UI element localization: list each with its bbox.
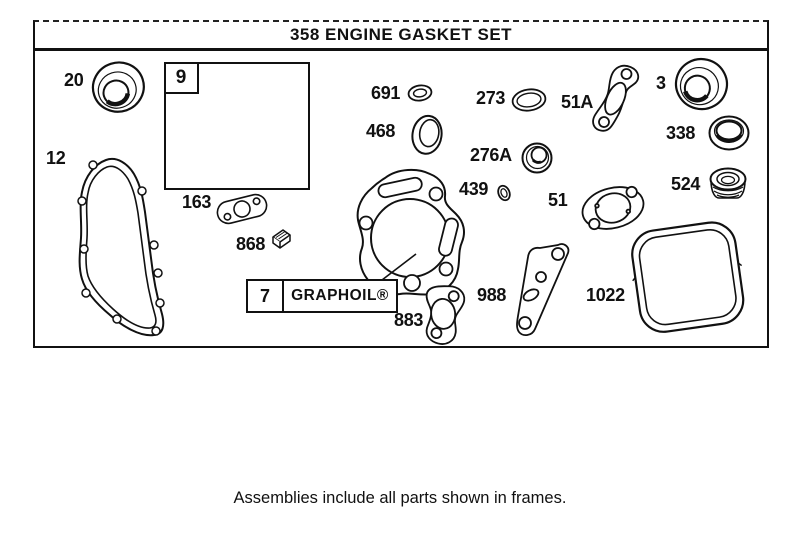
part-163-gasket-graphic: [216, 193, 268, 225]
part-label-524: 524: [671, 174, 701, 194]
part-276A-seal-graphic: [521, 142, 553, 174]
part-7-head-gasket-graphic: [356, 168, 465, 296]
part-label-51: 51: [548, 190, 568, 210]
part-label-12: 12: [46, 148, 66, 168]
part-468-seal-graphic: [411, 114, 443, 155]
part-label-691: 691: [371, 83, 401, 103]
part-12-crankcase-gasket-graphic: [77, 158, 165, 337]
assembly-frame-9: 9: [164, 62, 310, 190]
part-label-3: 3: [656, 73, 666, 93]
page-title: 358 ENGINE GASKET SET: [289, 25, 513, 44]
part-20-oil-seal-graphic: [91, 61, 145, 113]
part-338-seal-graphic: [708, 115, 750, 151]
part-label-868: 868: [236, 234, 266, 254]
assembly-7-number: 7: [248, 281, 284, 311]
part-883-gasket-graphic: [425, 285, 466, 345]
footer-caption: Assemblies include all parts shown in fr…: [233, 489, 567, 507]
part-label-163: 163: [182, 192, 212, 212]
part-868-plug-graphic: [272, 229, 291, 249]
part-51-gasket-graphic: [581, 185, 645, 231]
part-label-20: 20: [64, 70, 84, 90]
part-label-51A: 51A: [561, 92, 594, 112]
part-label-338: 338: [666, 123, 696, 143]
assembly-frame-7: 7 GRAPHOIL®: [246, 279, 398, 313]
part-1022-gasket-graphic: [631, 221, 745, 333]
assembly-7-brand: GRAPHOIL®: [291, 287, 389, 304]
leader-line-7: [381, 253, 417, 281]
part-988-gasket-graphic: [516, 243, 570, 336]
part-label-276A: 276A: [470, 145, 512, 165]
part-label-988: 988: [477, 285, 507, 305]
part-label-439: 439: [459, 179, 489, 199]
assembly-9-number: 9: [165, 63, 199, 94]
part-51A-gasket-graphic: [592, 64, 640, 132]
part-524-plug-graphic: [709, 167, 747, 199]
part-label-468: 468: [366, 121, 396, 141]
title-bar: 358 ENGINE GASKET SET: [35, 22, 767, 51]
part-3-oil-seal-graphic: [674, 57, 729, 111]
part-439-oring-graphic: [497, 184, 511, 202]
part-273-oring-graphic: [511, 88, 547, 112]
part-691-oring-graphic: [407, 84, 433, 102]
part-label-273: 273: [476, 88, 506, 108]
part-label-1022: 1022: [586, 285, 625, 305]
part-label-883: 883: [394, 310, 424, 330]
